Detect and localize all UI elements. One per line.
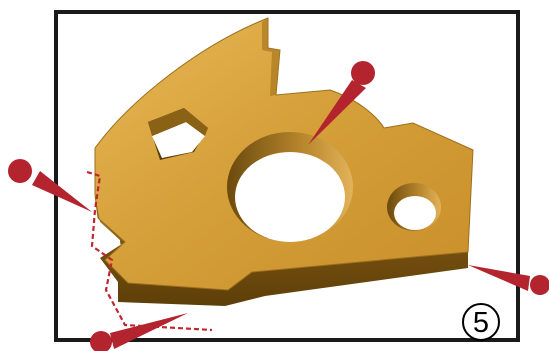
small-hole	[387, 183, 441, 231]
step-number: 5	[473, 307, 489, 339]
large-hole	[227, 132, 353, 242]
step-number-badge: 5	[463, 304, 499, 340]
